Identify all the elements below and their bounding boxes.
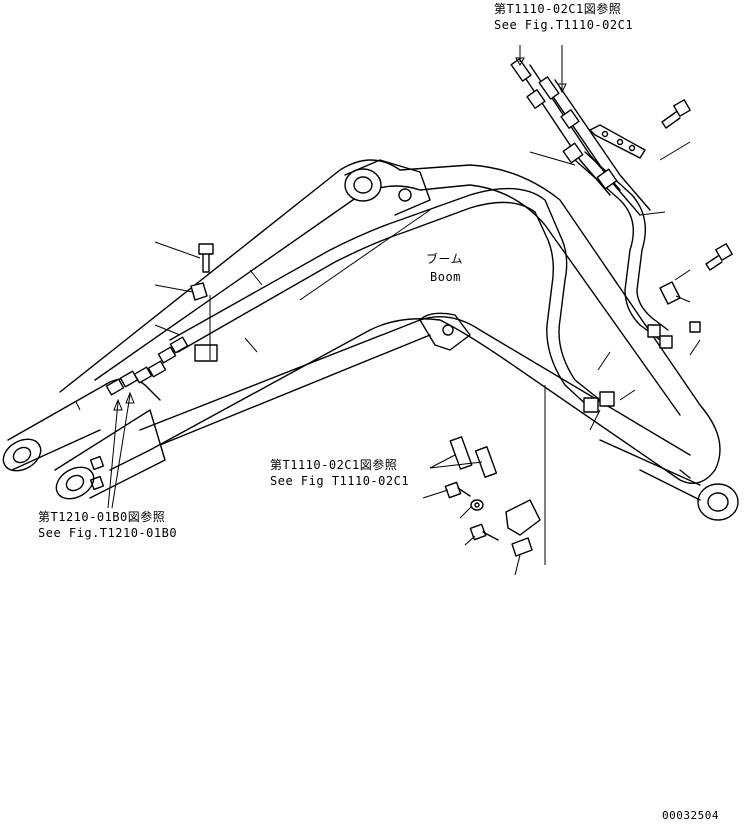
top-reference-en: See Fig.T1110-02C1 — [494, 18, 634, 32]
washer-icon — [470, 499, 484, 511]
drawing-number: 00032504 — [662, 809, 719, 822]
leader-lines — [75, 45, 701, 576]
bolt-icon — [198, 99, 733, 541]
top-reference-jp: 第T1110-02C1図参照 — [494, 2, 622, 16]
left-reference-en: See Fig.T1210-01B0 — [38, 526, 178, 540]
foot-fittings — [105, 336, 218, 396]
boom-label-en: Boom — [430, 270, 461, 284]
boom-body — [2, 159, 739, 521]
mid-reference-en: See Fig T1110-02C1 — [270, 474, 410, 488]
hydraulic-pipes — [169, 64, 669, 409]
clamp-icon — [190, 124, 681, 557]
boom-label-jp: ブーム — [426, 252, 464, 266]
hose-icon — [510, 58, 673, 413]
mid-reference-jp: 第T1110-02C1図参照 — [270, 458, 398, 472]
left-reference-jp: 第T1210-01B0図参照 — [38, 510, 166, 524]
